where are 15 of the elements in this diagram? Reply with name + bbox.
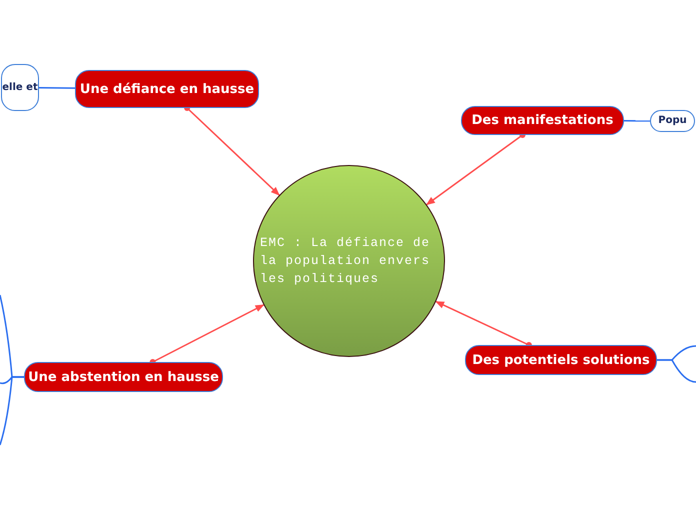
arrow — [150, 304, 264, 365]
branch-line — [624, 120, 650, 122]
arrow — [184, 105, 280, 196]
topic-circle: EMC : La défiance de la population envers les politiques — [253, 165, 445, 357]
arrow — [435, 300, 532, 348]
branch-line — [0, 376, 24, 446]
branch-line — [657, 359, 696, 383]
subtopic-box: Popu — [650, 110, 695, 132]
topic-box: Des manifestations — [461, 106, 624, 135]
topic-box: Des potentiels solutions — [465, 345, 657, 375]
topic-box: Une abstention en hausse — [24, 362, 223, 392]
topic-box: Une défiance en hausse — [75, 70, 259, 108]
arrow — [426, 132, 526, 206]
subtopic-box: elle et — [1, 64, 39, 111]
branch-line — [39, 86, 75, 89]
